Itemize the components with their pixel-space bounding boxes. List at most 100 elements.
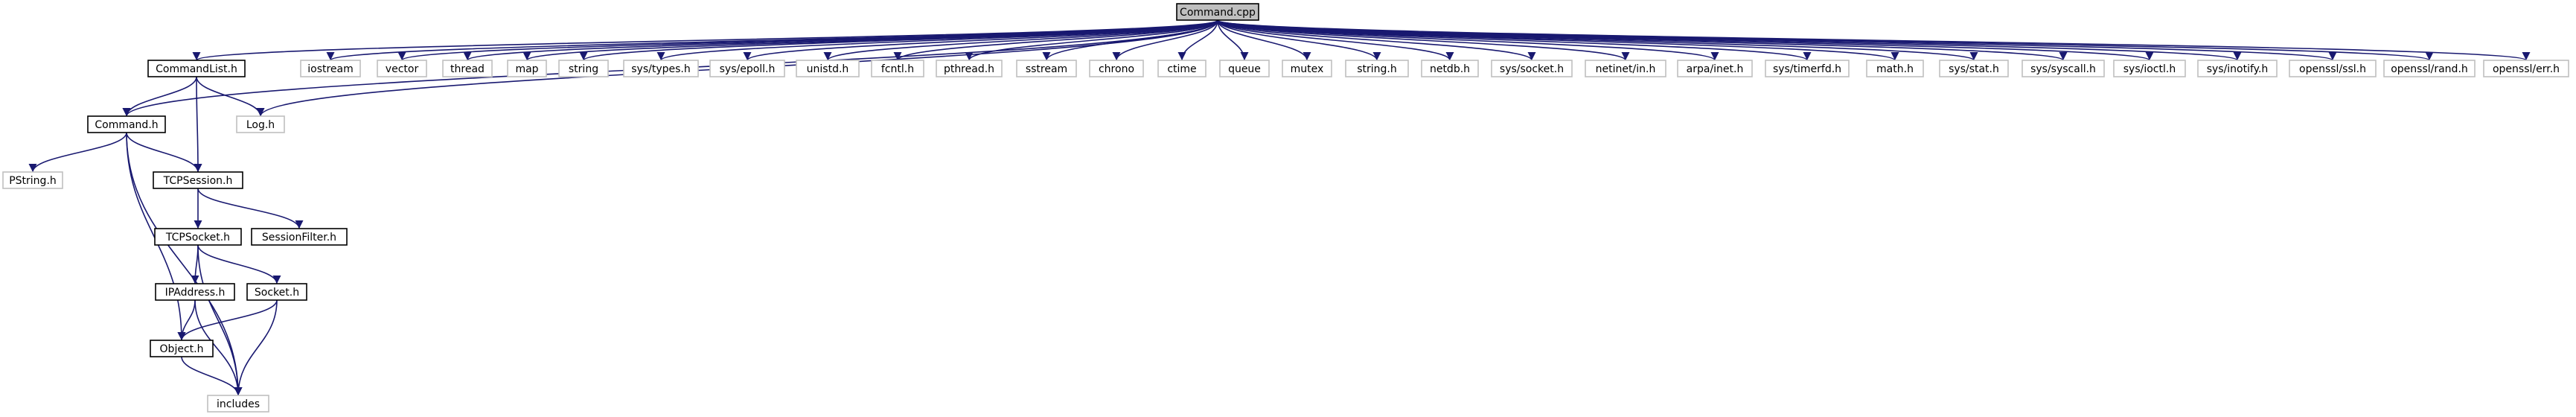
edge-socket_h-to-object_h xyxy=(177,299,278,341)
node-object_h[interactable]: Object.h xyxy=(150,340,214,357)
node-mutex: mutex xyxy=(1282,60,1332,77)
node-pstring_h: PString.h xyxy=(2,171,63,189)
edge-ipaddress_h-to-object_h xyxy=(177,299,196,341)
node-label-netinet_in_h: netinet/in.h xyxy=(1596,63,1656,75)
node-box-commandlist_h xyxy=(147,60,246,77)
edge-commandlist_h-to-tcpsession_h xyxy=(194,76,202,173)
node-sys_inotify_h: sys/inotify.h xyxy=(2197,60,2278,77)
edge-command_cpp-to-pthread_h xyxy=(965,19,1218,61)
edge-command_cpp-to-openssl_err_h xyxy=(1217,19,2530,61)
node-box-object_h xyxy=(150,340,214,357)
node-tcpsession_h[interactable]: TCPSession.h xyxy=(153,171,243,189)
node-label-sys_inotify_h: sys/inotify.h xyxy=(2207,63,2269,75)
node-label-command_h: Command.h xyxy=(95,119,158,131)
edge-ipaddress_h-to-includes xyxy=(194,299,243,396)
edge-command_cpp-to-queue xyxy=(1217,19,1249,61)
node-label-iostream: iostream xyxy=(307,63,354,75)
node-thread: thread xyxy=(442,60,493,77)
edge-command_cpp-to-netdb_h xyxy=(1217,19,1454,61)
node-label-arpa_inet_h: arpa/inet.h xyxy=(1687,63,1744,75)
edge-tcpsocket_h-to-includes xyxy=(197,244,243,396)
node-box-openssl_err_h xyxy=(2483,60,2569,77)
node-label-sys_syscall_h: sys/syscall.h xyxy=(2030,63,2096,75)
node-iostream: iostream xyxy=(300,60,361,77)
node-box-tcpsession_h xyxy=(153,171,243,189)
edge-command_cpp-to-unistd_h xyxy=(823,19,1218,61)
node-label-pstring_h: PString.h xyxy=(9,175,57,187)
edge-command_cpp-to-sys_types_h xyxy=(656,19,1218,61)
node-box-log_h xyxy=(236,115,285,133)
edge-command_h-to-includes xyxy=(126,132,243,396)
node-pthread_h: pthread.h xyxy=(936,60,1003,77)
edge-command_cpp-to-fcntl_h xyxy=(893,19,1218,61)
node-openssl_rand_h: openssl/rand.h xyxy=(2383,60,2476,77)
node-box-map xyxy=(507,60,547,77)
node-string_h: string.h xyxy=(1345,60,1409,77)
edge-command_cpp-to-sys_syscall_h xyxy=(1217,19,2068,61)
node-box-math_h xyxy=(1866,60,1924,77)
edge-tcpsocket_h-to-socket_h xyxy=(197,244,281,284)
node-label-sys_types_h: sys/types.h xyxy=(631,63,690,75)
node-box-sys_timerfd_h xyxy=(1765,60,1850,77)
node-sys_ioctl_h: sys/ioctl.h xyxy=(2113,60,2186,77)
node-socket_h[interactable]: Socket.h xyxy=(246,283,307,301)
node-openssl_err_h: openssl/err.h xyxy=(2483,60,2569,77)
node-label-log_h: Log.h xyxy=(246,119,275,131)
node-sys_syscall_h: sys/syscall.h xyxy=(2022,60,2105,77)
edge-command_cpp-to-netinet_in_h xyxy=(1217,19,1630,61)
edge-command_cpp-to-sstream xyxy=(1042,19,1218,61)
node-command_h[interactable]: Command.h xyxy=(87,115,166,133)
node-netdb_h: netdb.h xyxy=(1421,60,1479,77)
node-box-sstream xyxy=(1016,60,1077,77)
node-box-sys_syscall_h xyxy=(2022,60,2105,77)
node-netinet_in_h: netinet/in.h xyxy=(1585,60,1666,77)
node-chrono: chrono xyxy=(1089,60,1144,77)
node-label-ctime: ctime xyxy=(1167,63,1196,75)
node-openssl_ssl_h: openssl/ssl.h xyxy=(2289,60,2377,77)
edge-command_cpp-to-ctime xyxy=(1177,19,1218,61)
node-label-queue: queue xyxy=(1228,63,1261,75)
node-label-sys_epoll_h: sys/epoll.h xyxy=(720,63,776,75)
node-box-sessionfilter_h xyxy=(251,228,348,246)
node-box-arpa_inet_h xyxy=(1677,60,1753,77)
node-label-unistd_h: unistd.h xyxy=(807,63,849,75)
node-box-sys_stat_h xyxy=(1939,60,2009,77)
edge-commandlist_h-to-command_h xyxy=(122,76,197,117)
edge-tcpsession_h-to-sessionfilter_h xyxy=(197,188,304,229)
node-map: map xyxy=(507,60,547,77)
node-includes: includes xyxy=(207,395,269,413)
node-label-mutex: mutex xyxy=(1291,63,1324,75)
node-log_h: Log.h xyxy=(236,115,285,133)
node-tcpsocket_h[interactable]: TCPSocket.h xyxy=(154,228,242,246)
node-box-includes xyxy=(207,395,269,413)
node-box-ipaddress_h xyxy=(155,283,235,301)
node-ipaddress_h[interactable]: IPAddress.h xyxy=(155,283,235,301)
node-label-commandlist_h: CommandList.h xyxy=(156,63,237,75)
edge-command_cpp-to-sys_epoll_h xyxy=(743,19,1218,61)
edge-command_cpp-to-openssl_rand_h xyxy=(1217,19,2433,61)
node-queue: queue xyxy=(1219,60,1270,77)
node-sys_socket_h: sys/socket.h xyxy=(1491,60,1573,77)
node-box-string_h xyxy=(1345,60,1409,77)
node-box-unistd_h xyxy=(796,60,860,77)
node-box-netdb_h xyxy=(1421,60,1479,77)
node-commandlist_h[interactable]: CommandList.h xyxy=(147,60,246,77)
node-label-netdb_h: netdb.h xyxy=(1430,63,1470,75)
node-box-pthread_h xyxy=(936,60,1003,77)
edge-commandlist_h-to-log_h xyxy=(196,76,265,117)
node-arpa_inet_h: arpa/inet.h xyxy=(1677,60,1753,77)
node-label-tcpsession_h: TCPSession.h xyxy=(163,175,233,187)
node-sys_epoll_h: sys/epoll.h xyxy=(709,60,785,77)
node-box-sys_ioctl_h xyxy=(2113,60,2186,77)
edges-layer xyxy=(28,19,2530,396)
node-fcntl_h: fcntl.h xyxy=(871,60,924,77)
node-command_cpp[interactable]: Command.cpp xyxy=(1176,3,1259,21)
node-sessionfilter_h[interactable]: SessionFilter.h xyxy=(251,228,348,246)
node-math_h: math.h xyxy=(1866,60,1924,77)
node-label-openssl_rand_h: openssl/rand.h xyxy=(2391,63,2468,75)
node-label-chrono: chrono xyxy=(1099,63,1134,75)
node-sstream: sstream xyxy=(1016,60,1077,77)
node-box-pstring_h xyxy=(2,171,63,189)
edge-socket_h-to-includes xyxy=(234,299,278,396)
node-box-socket_h xyxy=(246,283,307,301)
